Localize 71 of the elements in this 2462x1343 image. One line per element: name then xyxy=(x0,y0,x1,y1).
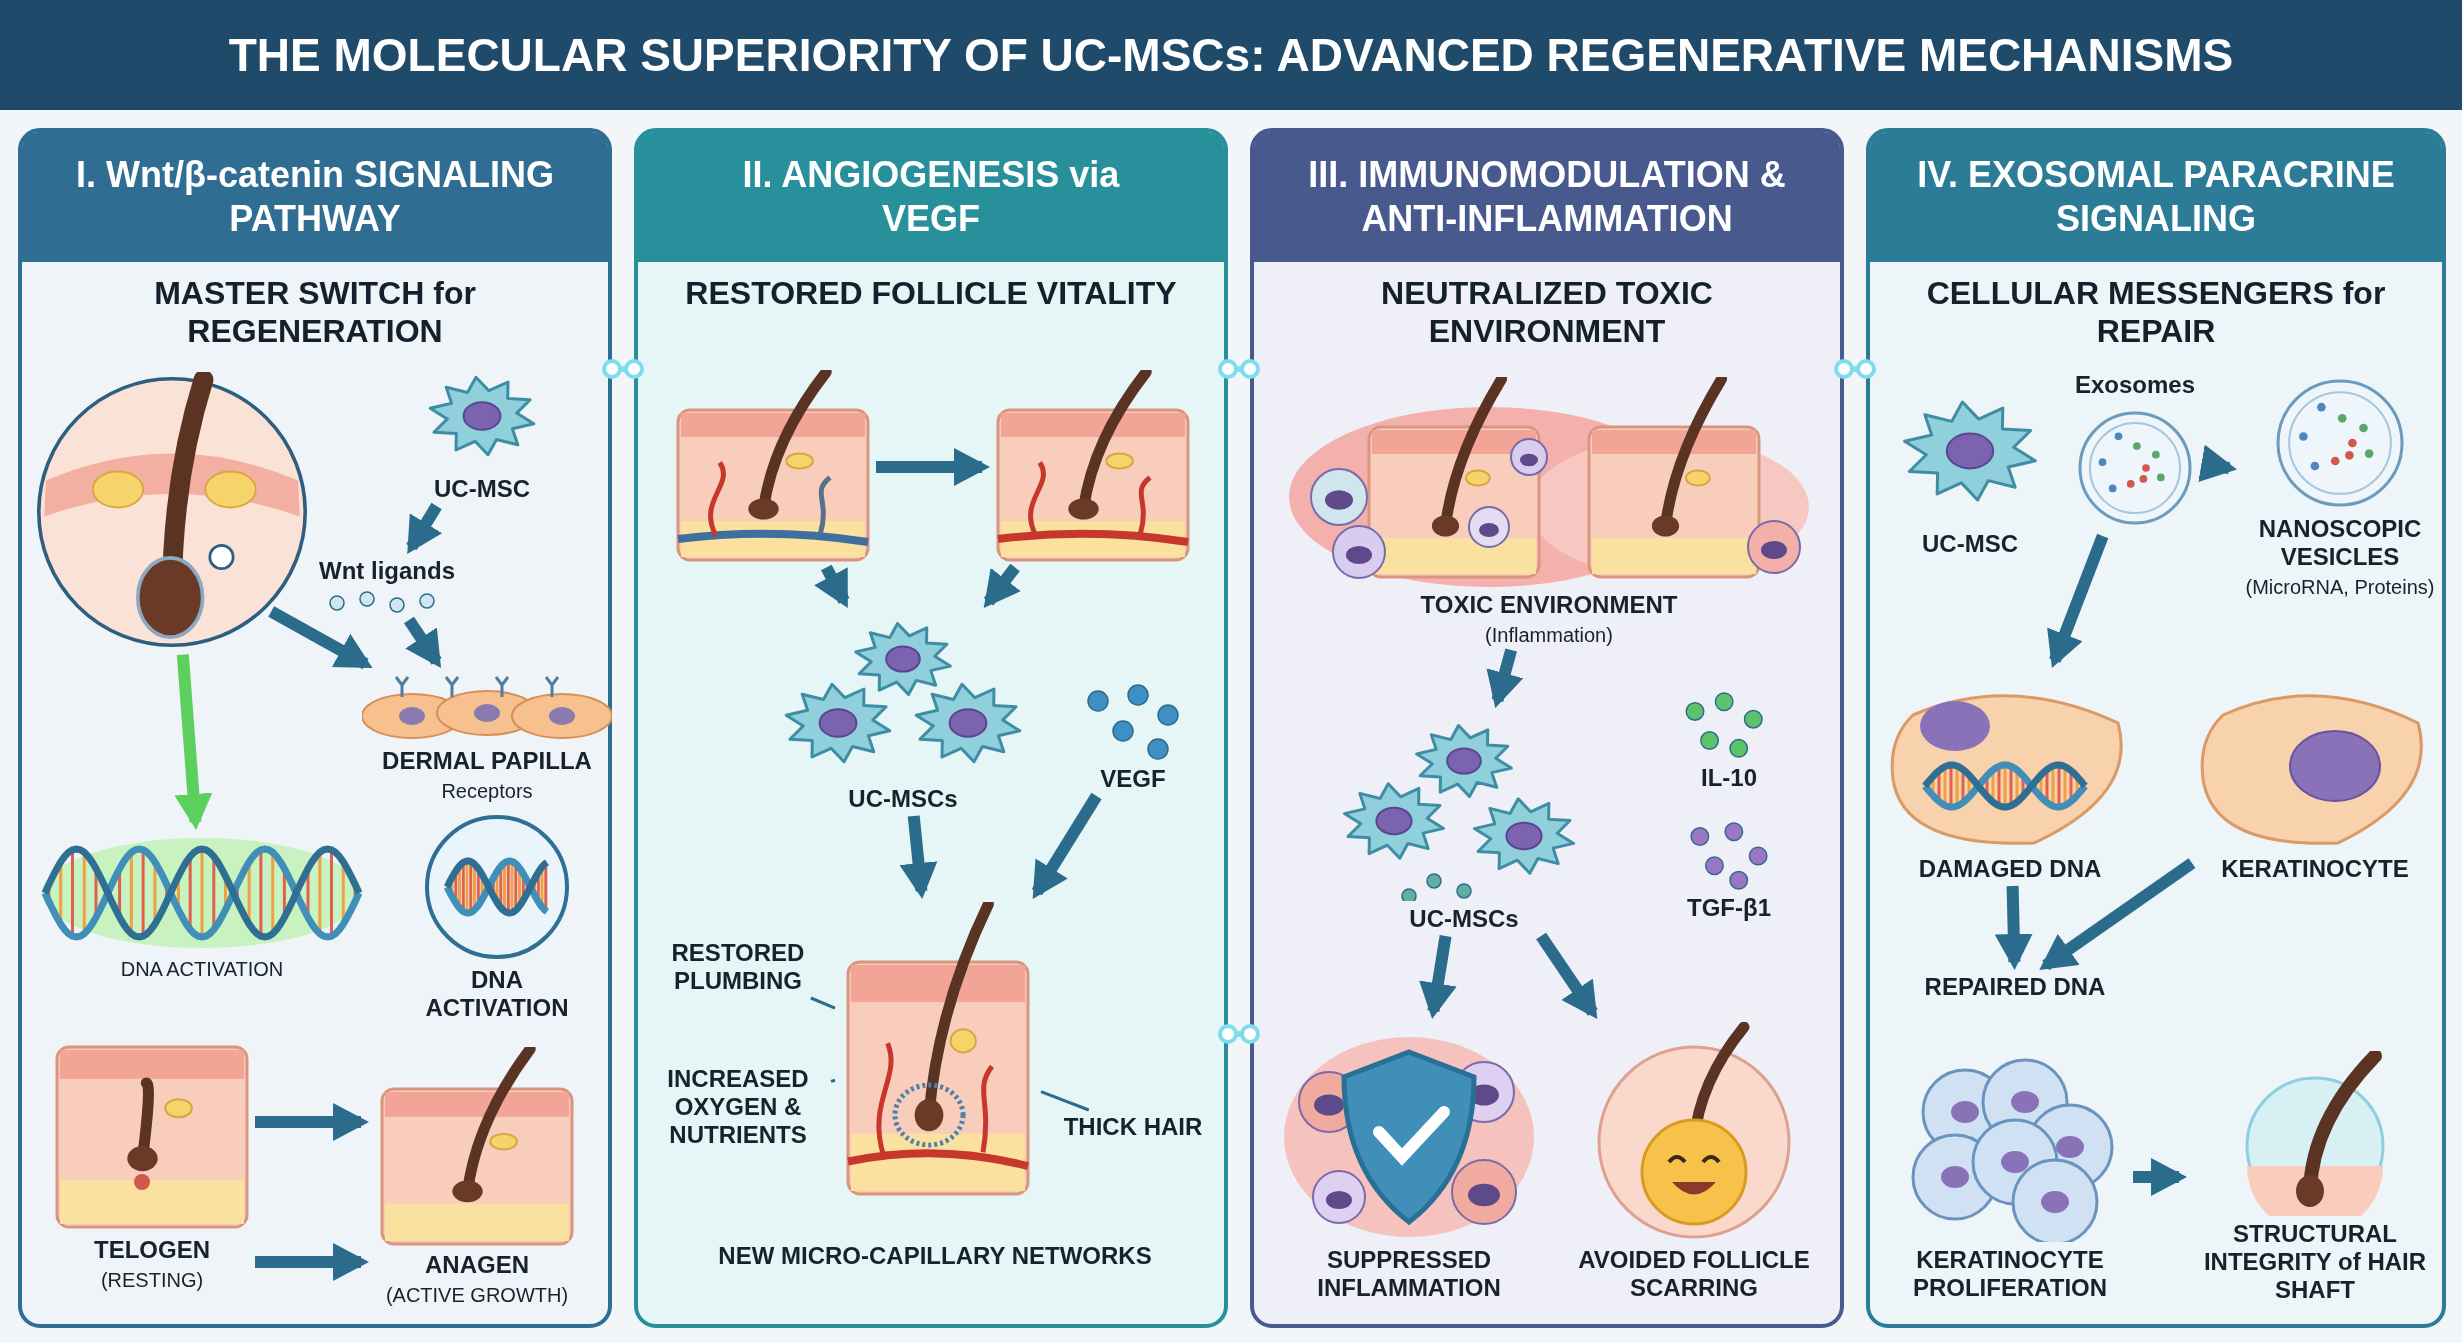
arrow xyxy=(255,1103,369,1141)
arrow xyxy=(404,616,442,668)
connector-line xyxy=(602,359,644,379)
label-text: SUPPRESSED INFLAMMATION xyxy=(1316,1246,1502,1302)
label-text: UC-MSC xyxy=(1922,530,2018,558)
arrow xyxy=(1994,885,2033,970)
arrow xyxy=(2133,1158,2187,1196)
label-text: INCREASED OXYGEN & NUTRIENTS xyxy=(666,1065,810,1149)
arrow xyxy=(876,448,990,486)
label-text: KERATINOCYTE xyxy=(2221,855,2409,883)
arrow xyxy=(814,564,850,608)
label-text: TELOGEN xyxy=(94,1236,210,1264)
arrow xyxy=(174,654,213,830)
page-title: THE MOLECULAR SUPERIORITY OF UC-MSCs: ADVANCED REGENERATIVE MECHANISMS xyxy=(228,28,2234,82)
label-text: UC-MSCs xyxy=(1409,905,1519,933)
note-text: Receptors xyxy=(441,779,533,803)
panel-title: IV. EXOSOMAL PARACRINE SIGNALING xyxy=(1916,153,2396,241)
label-text: Exosomes xyxy=(2074,371,2196,399)
arrow xyxy=(899,815,938,899)
label-text: THICK HAIR xyxy=(1063,1113,1203,1141)
label-text: NANOSCOPIC VESICLES xyxy=(2257,515,2423,571)
connector-line xyxy=(1834,359,1876,379)
panel-card xyxy=(1250,128,1844,1328)
label-text: DNA ACTIVATION xyxy=(120,957,284,981)
label-text: ANAGEN xyxy=(425,1251,529,1279)
caption-text: NEW MICRO-CAPILLARY NETWORKS xyxy=(717,1242,1153,1270)
label-text: VEGF xyxy=(1100,765,1166,793)
panel-subtitle: RESTORED FOLLICLE VITALITY xyxy=(684,274,1178,312)
arrow xyxy=(406,502,443,554)
panel-title: I. Wnt/β-catenin SIGNALING PATHWAY xyxy=(75,153,555,241)
arrow xyxy=(1419,935,1457,1019)
panel-title: II. ANGIOGENESIS via VEGF xyxy=(741,153,1121,241)
note-text: (ACTIVE GROWTH) xyxy=(385,1283,569,1307)
note-text: (Inflammation) xyxy=(1485,623,1613,647)
arrow xyxy=(255,1243,369,1281)
label-text: DNA ACTIVATION xyxy=(424,966,570,1022)
panel-card xyxy=(1866,128,2446,1328)
arrow xyxy=(268,606,373,670)
leader-line xyxy=(1040,1090,1090,1112)
label-text: KERATINOCYTE PROLIFERATION xyxy=(1911,1246,2109,1302)
panel-card xyxy=(634,128,1228,1328)
connector-line xyxy=(1218,359,1260,379)
label-text: DAMAGED DNA xyxy=(1918,855,2102,883)
arrow xyxy=(1486,648,1524,708)
label-text: DERMAL PAPILLA xyxy=(382,747,592,775)
note-text: (RESTING) xyxy=(100,1268,204,1292)
panel-subtitle: CELLULAR MESSENGERS for REPAIR xyxy=(1925,274,2387,350)
panel-card xyxy=(18,128,612,1328)
panel-subtitle: NEUTRALIZED TOXIC ENVIRONMENT xyxy=(1380,274,1714,350)
label-text: REPAIRED DNA xyxy=(1924,973,2106,1001)
arrow xyxy=(2047,533,2109,668)
label-text: IL-10 xyxy=(1701,764,1757,792)
note-text: (MicroRNA, Proteins) xyxy=(2245,575,2435,599)
label-text: AVOIDED FOLLICLE SCARRING xyxy=(1577,1246,1811,1302)
leader-line xyxy=(810,996,836,1010)
label-text: TOXIC ENVIRONMENT xyxy=(1420,591,1678,619)
arrow xyxy=(1536,932,1598,1020)
arrow xyxy=(1031,792,1102,899)
connector-line xyxy=(1218,1024,1260,1044)
arrow xyxy=(2039,858,2196,971)
arrow xyxy=(2198,444,2237,483)
label-text: UC-MSCs xyxy=(848,785,958,813)
label-text: UC-MSC xyxy=(434,475,530,503)
arrow xyxy=(983,563,1021,608)
label-text: RESTORED PLUMBING xyxy=(670,939,806,995)
label-text: TGF-β1 xyxy=(1687,894,1771,922)
panel-subtitle: MASTER SWITCH for REGENERATION xyxy=(153,274,477,350)
panel-title: III. IMMUNOMODULATION & ANTI-INFLAMMATION xyxy=(1307,153,1787,241)
label-text: Wnt ligands xyxy=(319,557,455,585)
leader-line xyxy=(830,1078,836,1083)
label-text: STRUCTURAL INTEGRITY of HAIR SHAFT xyxy=(2202,1219,2428,1304)
